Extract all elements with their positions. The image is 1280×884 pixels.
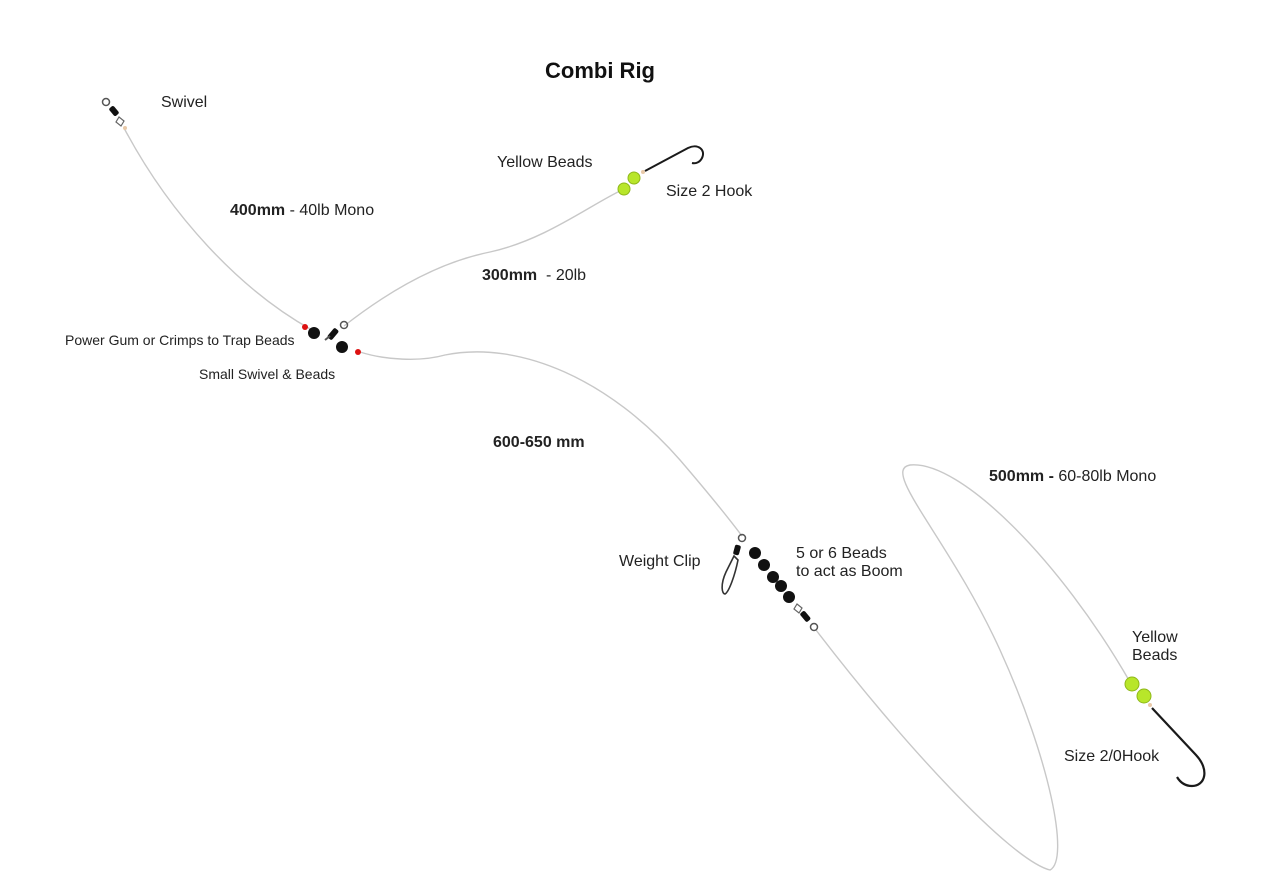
size2-hook-label: Size 2 Hook — [666, 183, 753, 200]
hook-icon — [644, 145, 704, 172]
black-bead-icon — [783, 591, 795, 603]
yellow-bead-icon — [1124, 676, 1140, 692]
snood-label: 300mm - 20lb — [482, 267, 586, 285]
main-line-length: 400mm — [230, 202, 286, 219]
boom-beads-line2: to act as Boom — [796, 563, 903, 580]
black-bead-icon — [767, 571, 779, 583]
power-gum-label: Power Gum or Crimps to Trap Beads — [65, 332, 295, 348]
knot-icon — [1148, 703, 1152, 707]
yellow-beads-line1: Yellow — [1132, 629, 1178, 646]
yellow-beads-bottom-label: Yellow Beads — [1132, 629, 1178, 665]
weight-clip-label: Weight Clip — [619, 553, 701, 570]
main-line-spec: - 40lb Mono — [285, 202, 375, 219]
black-bead-icon — [749, 547, 761, 559]
black-bead-icon — [758, 559, 770, 571]
swivel-label: Swivel — [161, 94, 208, 111]
yellow-beads-top-label: Yellow Beads — [497, 154, 593, 171]
boom-line-label: 500mm - 60-80lb Mono — [989, 468, 1156, 486]
black-bead-icon — [336, 341, 348, 353]
lower-line-label: 600-650 mm — [493, 434, 585, 451]
knot-icon — [641, 170, 645, 174]
small-swivel-icon — [324, 320, 349, 341]
main-line-label: 400mm - 40lb Mono — [230, 202, 374, 220]
yellow-bead-icon — [617, 182, 631, 196]
lower-line-600mm — [359, 351, 743, 537]
yellow-beads-line2: Beads — [1132, 647, 1178, 664]
hook-icon — [1151, 707, 1206, 788]
diagram-title: Combi Rig — [545, 58, 655, 83]
small-swivel-label: Small Swivel & Beads — [199, 366, 336, 382]
boom-line-length: 500mm - — [989, 468, 1054, 485]
upper-snood-300mm — [343, 189, 623, 327]
boom-beads-label: 5 or 6 Beads to act as Boom — [796, 545, 903, 581]
crimp-icon — [355, 349, 361, 355]
swivel-icon — [101, 97, 127, 130]
crimp-icon — [302, 324, 308, 330]
weight-clip-icon — [721, 533, 747, 595]
snood-spec: - 20lb — [537, 267, 587, 284]
boom-line-500mm — [815, 464, 1131, 871]
yellow-bead-icon — [1136, 688, 1152, 704]
size20-hook-label: Size 2/0Hook — [1064, 748, 1160, 765]
boom-line-spec: 60-80lb Mono — [1053, 468, 1157, 485]
black-bead-icon — [775, 580, 787, 592]
black-bead-icon — [308, 327, 320, 339]
snood-length: 300mm — [482, 267, 538, 284]
boom-beads-line1: 5 or 6 Beads — [796, 545, 887, 562]
yellow-bead-icon — [627, 171, 641, 185]
boom-swivel-icon — [793, 603, 819, 632]
main-line-400mm — [123, 127, 313, 331]
fishing-lines — [123, 127, 1131, 871]
